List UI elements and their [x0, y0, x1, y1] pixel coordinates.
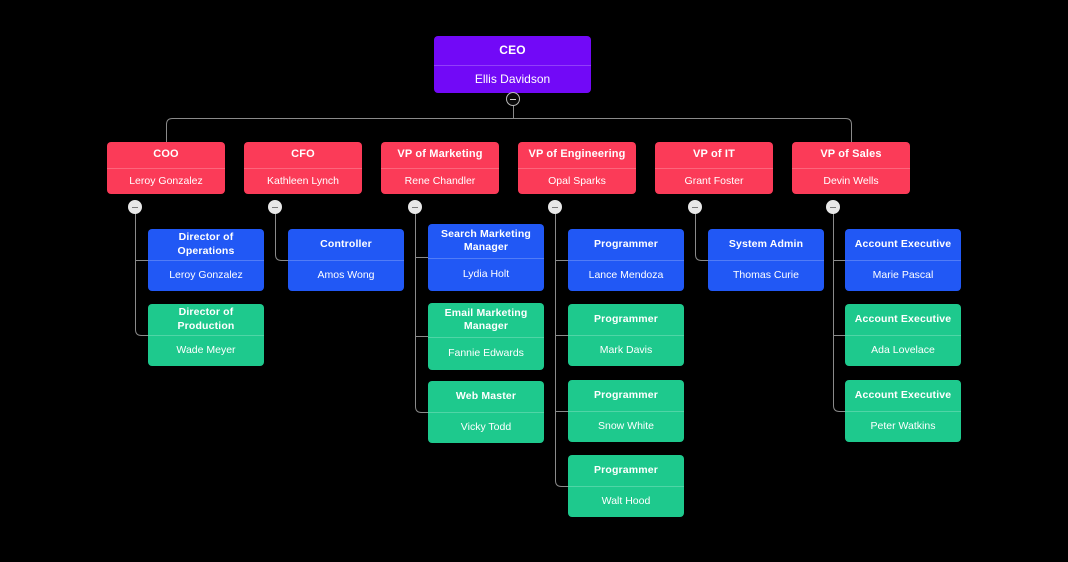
minus-icon — [412, 206, 418, 208]
org-node-person-name: Ada Lovelace — [845, 335, 961, 366]
org-node-person-name: Amos Wong — [288, 260, 404, 291]
org-node-person-name: Wade Meyer — [148, 335, 264, 366]
minus-icon — [132, 206, 138, 208]
org-node-title: CEO — [499, 42, 526, 57]
minus-icon — [552, 206, 558, 208]
org-node-title: Programmer — [594, 463, 658, 476]
org-node-title: Director of Production — [177, 306, 235, 332]
org-node-person-name: Snow White — [568, 411, 684, 442]
minus-icon — [510, 98, 516, 100]
org-node-person-name: Fannie Edwards — [428, 336, 544, 371]
org-node-person-name: Kathleen Lynch — [244, 168, 362, 194]
collapse-toggle-icon-ceo[interactable] — [506, 92, 520, 106]
branch-spine-4 — [695, 207, 708, 261]
collapse-toggle-icon-vpm[interactable] — [408, 200, 422, 214]
branch-spine-1 — [275, 207, 288, 261]
org-node-person-name: Lance Mendoza — [568, 260, 684, 291]
org-node-cfo[interactable]: CFO Kathleen Lynch — [244, 142, 362, 194]
org-node-title: Account Executive — [854, 388, 952, 401]
org-node-person-name: Ellis Davidson — [434, 64, 591, 94]
org-node-title: VP of Marketing — [397, 148, 483, 161]
org-node-person-name: Mark Davis — [568, 335, 684, 366]
org-node-title: Account Executive — [854, 312, 952, 325]
org-node-title: VP of Sales — [820, 148, 882, 161]
org-node-person-name: Leroy Gonzalez — [107, 168, 225, 194]
org-node-title: Director of Operations — [177, 231, 235, 257]
org-node-person-name: Peter Watkins — [845, 411, 961, 442]
org-node-title: System Admin — [728, 237, 804, 250]
org-node-ceo[interactable]: CEO Ellis Davidson — [434, 36, 591, 93]
org-node-person-name: Rene Chandler — [381, 168, 499, 194]
org-node-person-name: Walt Hood — [568, 486, 684, 517]
org-node-title: COO — [153, 148, 179, 161]
collapse-toggle-icon-vpit[interactable] — [688, 200, 702, 214]
org-node-title: VP of IT — [693, 148, 735, 161]
branch-spine-2 — [415, 207, 428, 413]
org-node-coo[interactable]: COO Leroy Gonzalez — [107, 142, 225, 194]
executive-bus-connector — [166, 118, 852, 142]
collapse-toggle-icon-coo[interactable] — [128, 200, 142, 214]
org-node-person-name: Vicky Todd — [428, 412, 544, 443]
branch-spine-0 — [135, 207, 148, 336]
org-node-title: VP of Engineering — [528, 148, 626, 161]
org-node-person-name: Marie Pascal — [845, 260, 961, 291]
branch-spine-3 — [555, 207, 568, 487]
org-node-person-name: Devin Wells — [792, 168, 910, 194]
org-node-person-name: Thomas Curie — [708, 260, 824, 291]
org-node-title: Controller — [320, 237, 372, 250]
org-node-title: Email Marketing Manager — [444, 306, 528, 332]
minus-icon — [830, 206, 836, 208]
org-node-person-name: Grant Foster — [655, 168, 773, 194]
org-node-person-name: Opal Sparks — [518, 168, 636, 194]
org-node-title: Search Marketing Manager — [441, 227, 531, 253]
minus-icon — [692, 206, 698, 208]
branch-spine-5 — [833, 207, 845, 412]
org-node-title: Programmer — [594, 388, 658, 401]
collapse-toggle-icon-vps[interactable] — [826, 200, 840, 214]
org-node-title: Account Executive — [854, 237, 952, 250]
org-node-title: CFO — [291, 148, 315, 161]
org-node-vpit[interactable]: VP of IT Grant Foster — [655, 142, 773, 194]
org-node-person-name: Lydia Holt — [428, 257, 544, 292]
collapse-toggle-icon-cfo[interactable] — [268, 200, 282, 214]
org-node-person-name: Leroy Gonzalez — [148, 260, 264, 291]
org-node-title: Programmer — [594, 312, 658, 325]
collapse-toggle-icon-vpe[interactable] — [548, 200, 562, 214]
minus-icon — [272, 206, 278, 208]
org-node-title: Web Master — [455, 389, 517, 402]
org-node-title: Programmer — [594, 237, 658, 250]
